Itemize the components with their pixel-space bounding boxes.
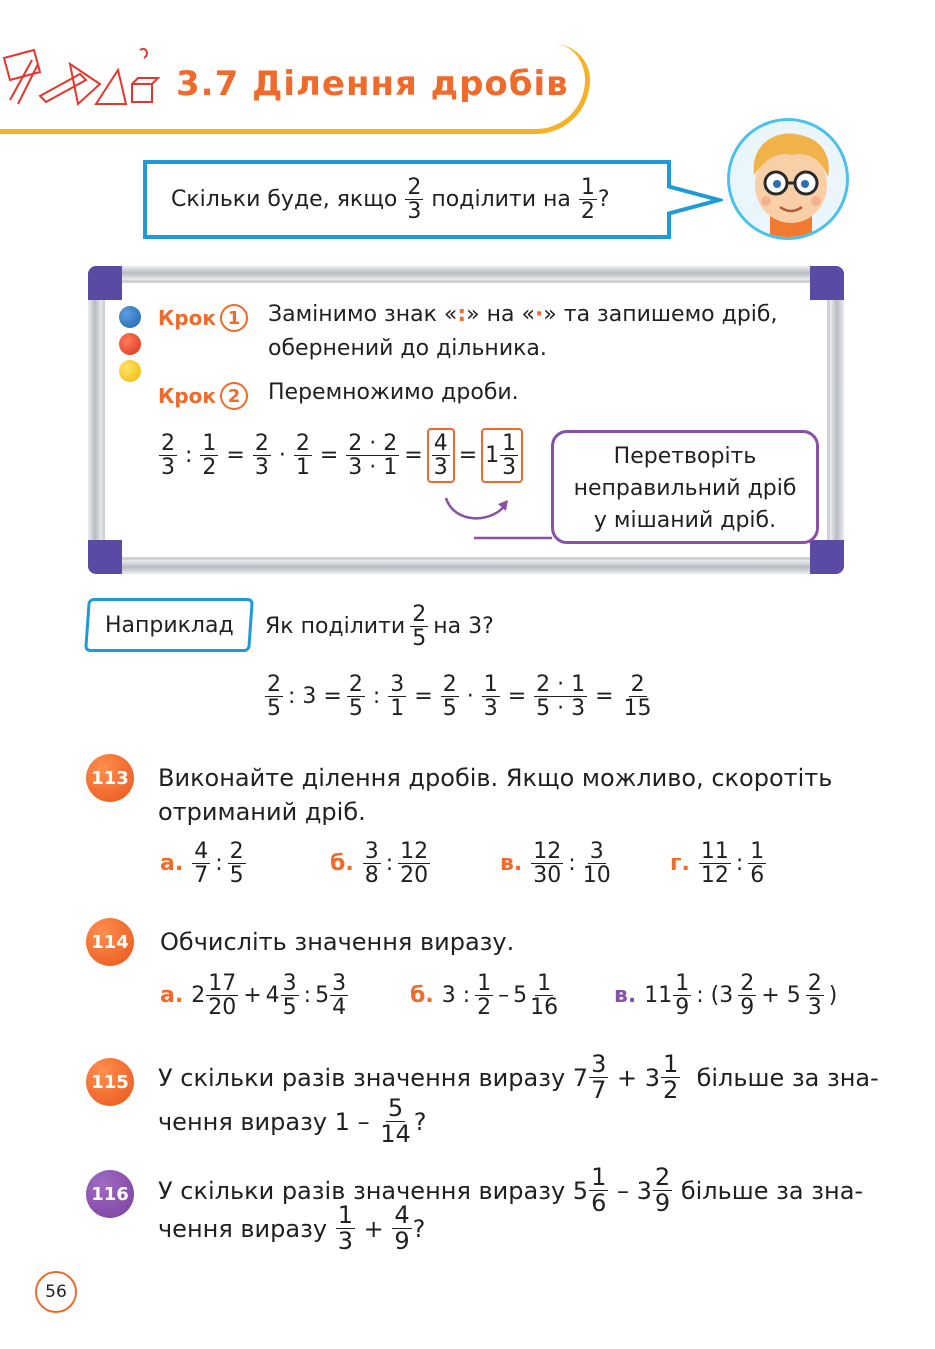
conversion-note: Перетворіть неправильний дріб у мішаний …: [551, 430, 819, 544]
exercise-number-115: 115: [86, 1058, 134, 1106]
note-pointer-icon: [474, 536, 552, 540]
example-tag: Наприклад: [84, 598, 254, 652]
board-rail-left: [88, 276, 102, 564]
bubble-text-before: Скільки буде, якщо: [171, 187, 398, 212]
step-2-text: Перемножимо дроби.: [268, 380, 519, 405]
magnet-yellow-icon: [119, 360, 141, 382]
convert-arrow-icon: [444, 497, 508, 520]
section-title: 3.7 Ділення дробів: [176, 64, 569, 104]
board-corner: [810, 540, 844, 574]
stationery-doodle-icon: [2, 48, 161, 106]
board-corner: [88, 266, 122, 300]
exercise-114-text: Обчисліть значення виразу.: [160, 928, 515, 956]
exercise-number-113: 113: [86, 754, 134, 802]
boy-avatar-icon: [753, 133, 829, 237]
exercise-number-116: 116: [86, 1170, 134, 1218]
board-rail-bottom: [98, 560, 834, 574]
page-number: 56: [35, 1271, 77, 1313]
step-1-text: Замінимо знак «:» на «·» та запишемо дрі…: [268, 302, 778, 361]
step-1-number: 1: [219, 304, 248, 332]
header-band: [0, 44, 590, 134]
bubble-text-mid: поділити на: [431, 187, 571, 212]
bubble-text-end: ?: [597, 187, 610, 212]
avatar: [727, 118, 849, 240]
board-corner: [88, 540, 122, 574]
magnet-red-icon: [119, 333, 141, 355]
exercise-number-114: 114: [86, 918, 134, 966]
board-rail-right: [830, 276, 844, 564]
magnet-blue-icon: [119, 306, 141, 328]
exercise-113-text: Виконайте ділення дробів. Якщо можливо, …: [158, 764, 833, 826]
bubble-tail-icon: [667, 184, 723, 216]
step-2-number: 2: [219, 382, 248, 410]
board-rail-top: [98, 266, 834, 280]
board-corner: [810, 266, 844, 300]
